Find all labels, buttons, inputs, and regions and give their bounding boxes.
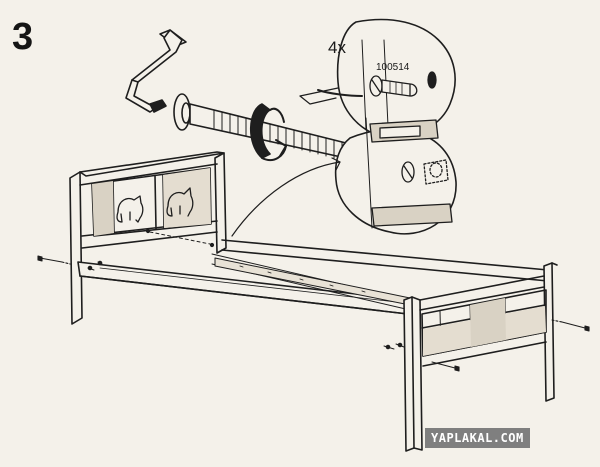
cat-cutout-right — [166, 187, 194, 217]
rotation-arrow-icon — [250, 103, 287, 162]
screw-right-upper — [551, 319, 590, 332]
dowels — [87, 228, 405, 350]
bolt-icon — [173, 93, 379, 163]
footboard — [403, 262, 558, 452]
detail-lower-contents — [365, 117, 453, 229]
watermark: YAPLAKAL.COM — [425, 428, 530, 448]
screw-footboard — [431, 361, 460, 372]
detail-upper-contents — [317, 39, 437, 131]
cat-cutout-left — [116, 195, 144, 223]
quantity-label: 4x — [328, 38, 346, 57]
allen-key-icon — [125, 29, 187, 113]
step-number: 3 — [12, 16, 34, 58]
part-code-label: 100514 — [376, 62, 410, 73]
screw-left — [37, 255, 71, 265]
